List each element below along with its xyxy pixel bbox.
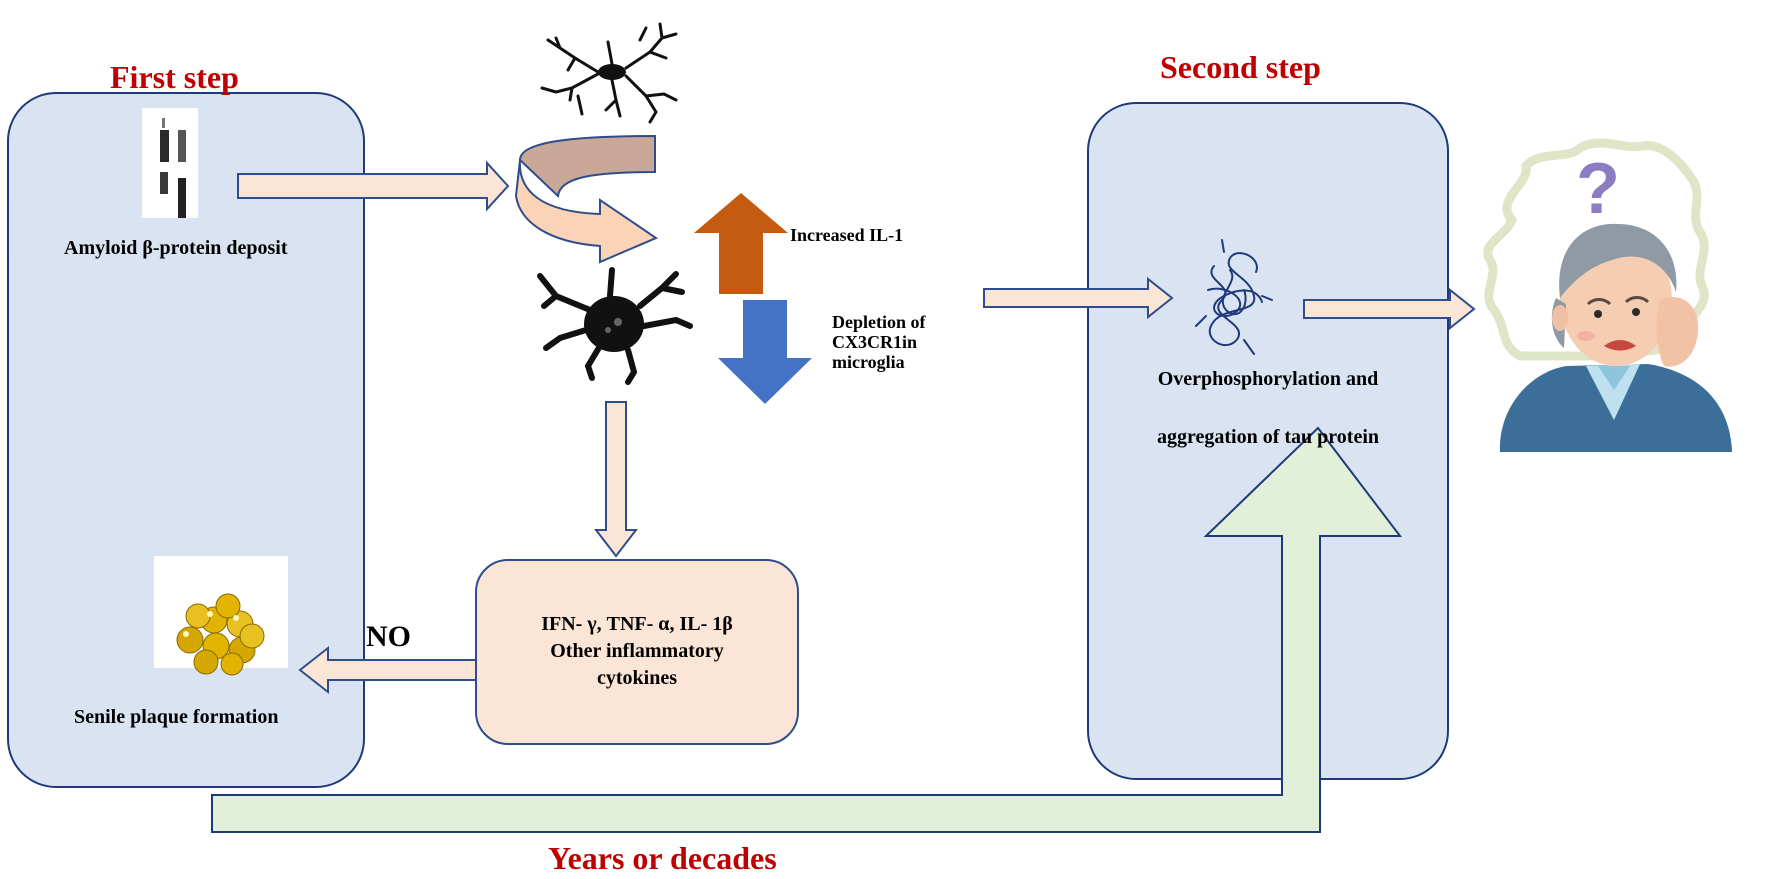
depletion-label-line2: CX3CR1in	[832, 332, 918, 352]
arrow-amyloid-to-microglia	[237, 160, 510, 212]
tau-label-line1: Overphosphorylation and	[1157, 368, 1379, 390]
second-step-title: Second step	[1160, 49, 1321, 85]
senile-plaque-label: Senile plaque formation	[74, 706, 279, 728]
years-or-decades-title: Years or decades	[548, 840, 777, 876]
tau-label-line2: aggregation of tau protein	[1156, 426, 1380, 448]
confused-patient-icon	[1483, 138, 1732, 452]
amyloid-deposit-image	[142, 108, 198, 218]
increased-il1-label: Increased IL-1	[790, 225, 904, 245]
up-arrow-shape	[694, 193, 788, 294]
years-progression-arrow	[211, 426, 1403, 833]
activated-microglia-icon	[537, 267, 693, 385]
question-mark-icon: ?	[1576, 149, 1620, 229]
arrow-cytokines-to-plaque	[298, 645, 477, 695]
cytokines-label-line1: IFN- γ, TNF- α, IL- 1β	[541, 613, 733, 635]
first-step-title: First step	[110, 59, 239, 95]
arrow-tau-to-patient	[1303, 287, 1476, 331]
depletion-down-arrow	[718, 300, 812, 404]
depletion-label-line3: microglia	[832, 352, 905, 372]
senile-plaque-image	[154, 556, 288, 676]
amyloid-label: Amyloid β-protein deposit	[64, 237, 288, 259]
no-label: NO	[366, 620, 411, 653]
cytokines-label-line3: cytokines	[597, 667, 677, 689]
resting-microglia-icon	[540, 22, 678, 124]
activation-curved-arrow	[514, 134, 659, 264]
tau-tangle-icon	[1195, 239, 1273, 355]
arrow-microglia-to-tau	[983, 276, 1174, 320]
second-step-panel	[1087, 102, 1449, 780]
cytokines-label-line2: Other inflammatory	[550, 640, 724, 662]
cytokines-box	[475, 559, 799, 745]
depletion-label-line1: Depletion of	[832, 312, 926, 332]
arrow-microglia-to-cytokines	[593, 401, 639, 558]
